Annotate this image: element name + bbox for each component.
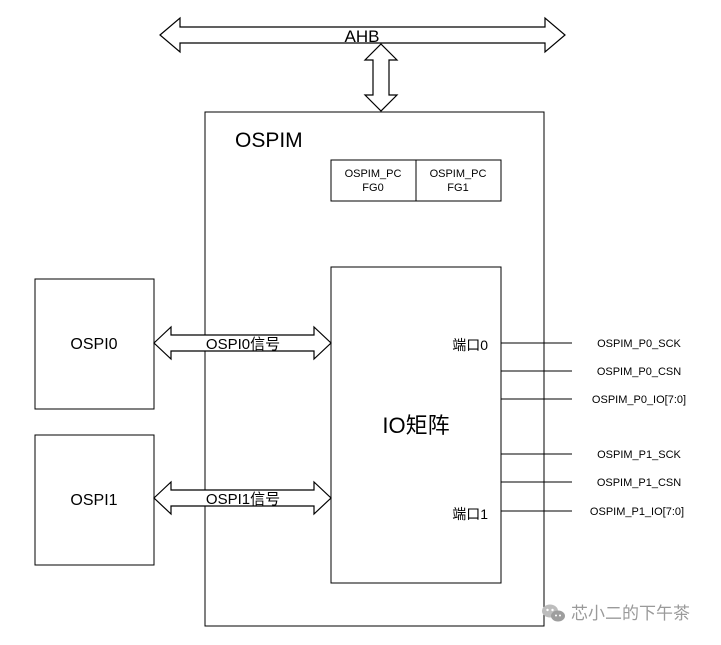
ospim-pcfg0-line1: OSPIM_PC — [345, 168, 402, 180]
ospim-title: OSPIM — [235, 129, 303, 152]
pin-label-p0-io: OSPIM_P0_IO[7:0] — [592, 394, 686, 406]
ospi1-signal-arrow — [153, 480, 332, 516]
wechat-icon — [542, 604, 565, 622]
pin-label-p0-csn: OSPIM_P0_CSN — [597, 366, 681, 378]
ospim-pcfg1-register — [415, 159, 502, 202]
watermark-text: 芯小二的下午茶 — [571, 604, 690, 623]
ospi0-label: OSPI0 — [70, 336, 117, 353]
port0-label: 端口0 — [452, 337, 488, 353]
pin-label-p1-csn: OSPIM_P1_CSN — [597, 477, 681, 489]
ospi1-block — [34, 434, 155, 566]
ospi1-label: OSPI1 — [70, 492, 117, 509]
ospi0-signal-label: OSPI0信号 — [206, 336, 280, 353]
ospim-pcfg1-line1: OSPIM_PC — [430, 168, 487, 180]
ahb-ospim-link-arrow — [363, 43, 399, 112]
port1-label: 端口1 — [452, 506, 488, 522]
ospi0-signal-arrow — [153, 325, 332, 361]
io-matrix-label: IO矩阵 — [382, 413, 449, 438]
pin-label-p1-sck: OSPIM_P1_SCK — [597, 449, 681, 461]
ahb-bus-arrow — [159, 16, 566, 54]
ahb-label: AHB — [345, 27, 380, 46]
ospim-pcfg0-line2: FG0 — [362, 182, 383, 194]
pin-label-p0-sck: OSPIM_P0_SCK — [597, 338, 681, 350]
ospi1-signal-label: OSPI1信号 — [206, 491, 280, 508]
ospim-pcfg1-line2: FG1 — [447, 182, 468, 194]
io-matrix-block — [330, 266, 502, 584]
ospi0-block — [34, 278, 155, 410]
pin-label-p1-io: OSPIM_P1_IO[7:0] — [590, 506, 684, 518]
ospim-pcfg0-register — [330, 159, 417, 202]
